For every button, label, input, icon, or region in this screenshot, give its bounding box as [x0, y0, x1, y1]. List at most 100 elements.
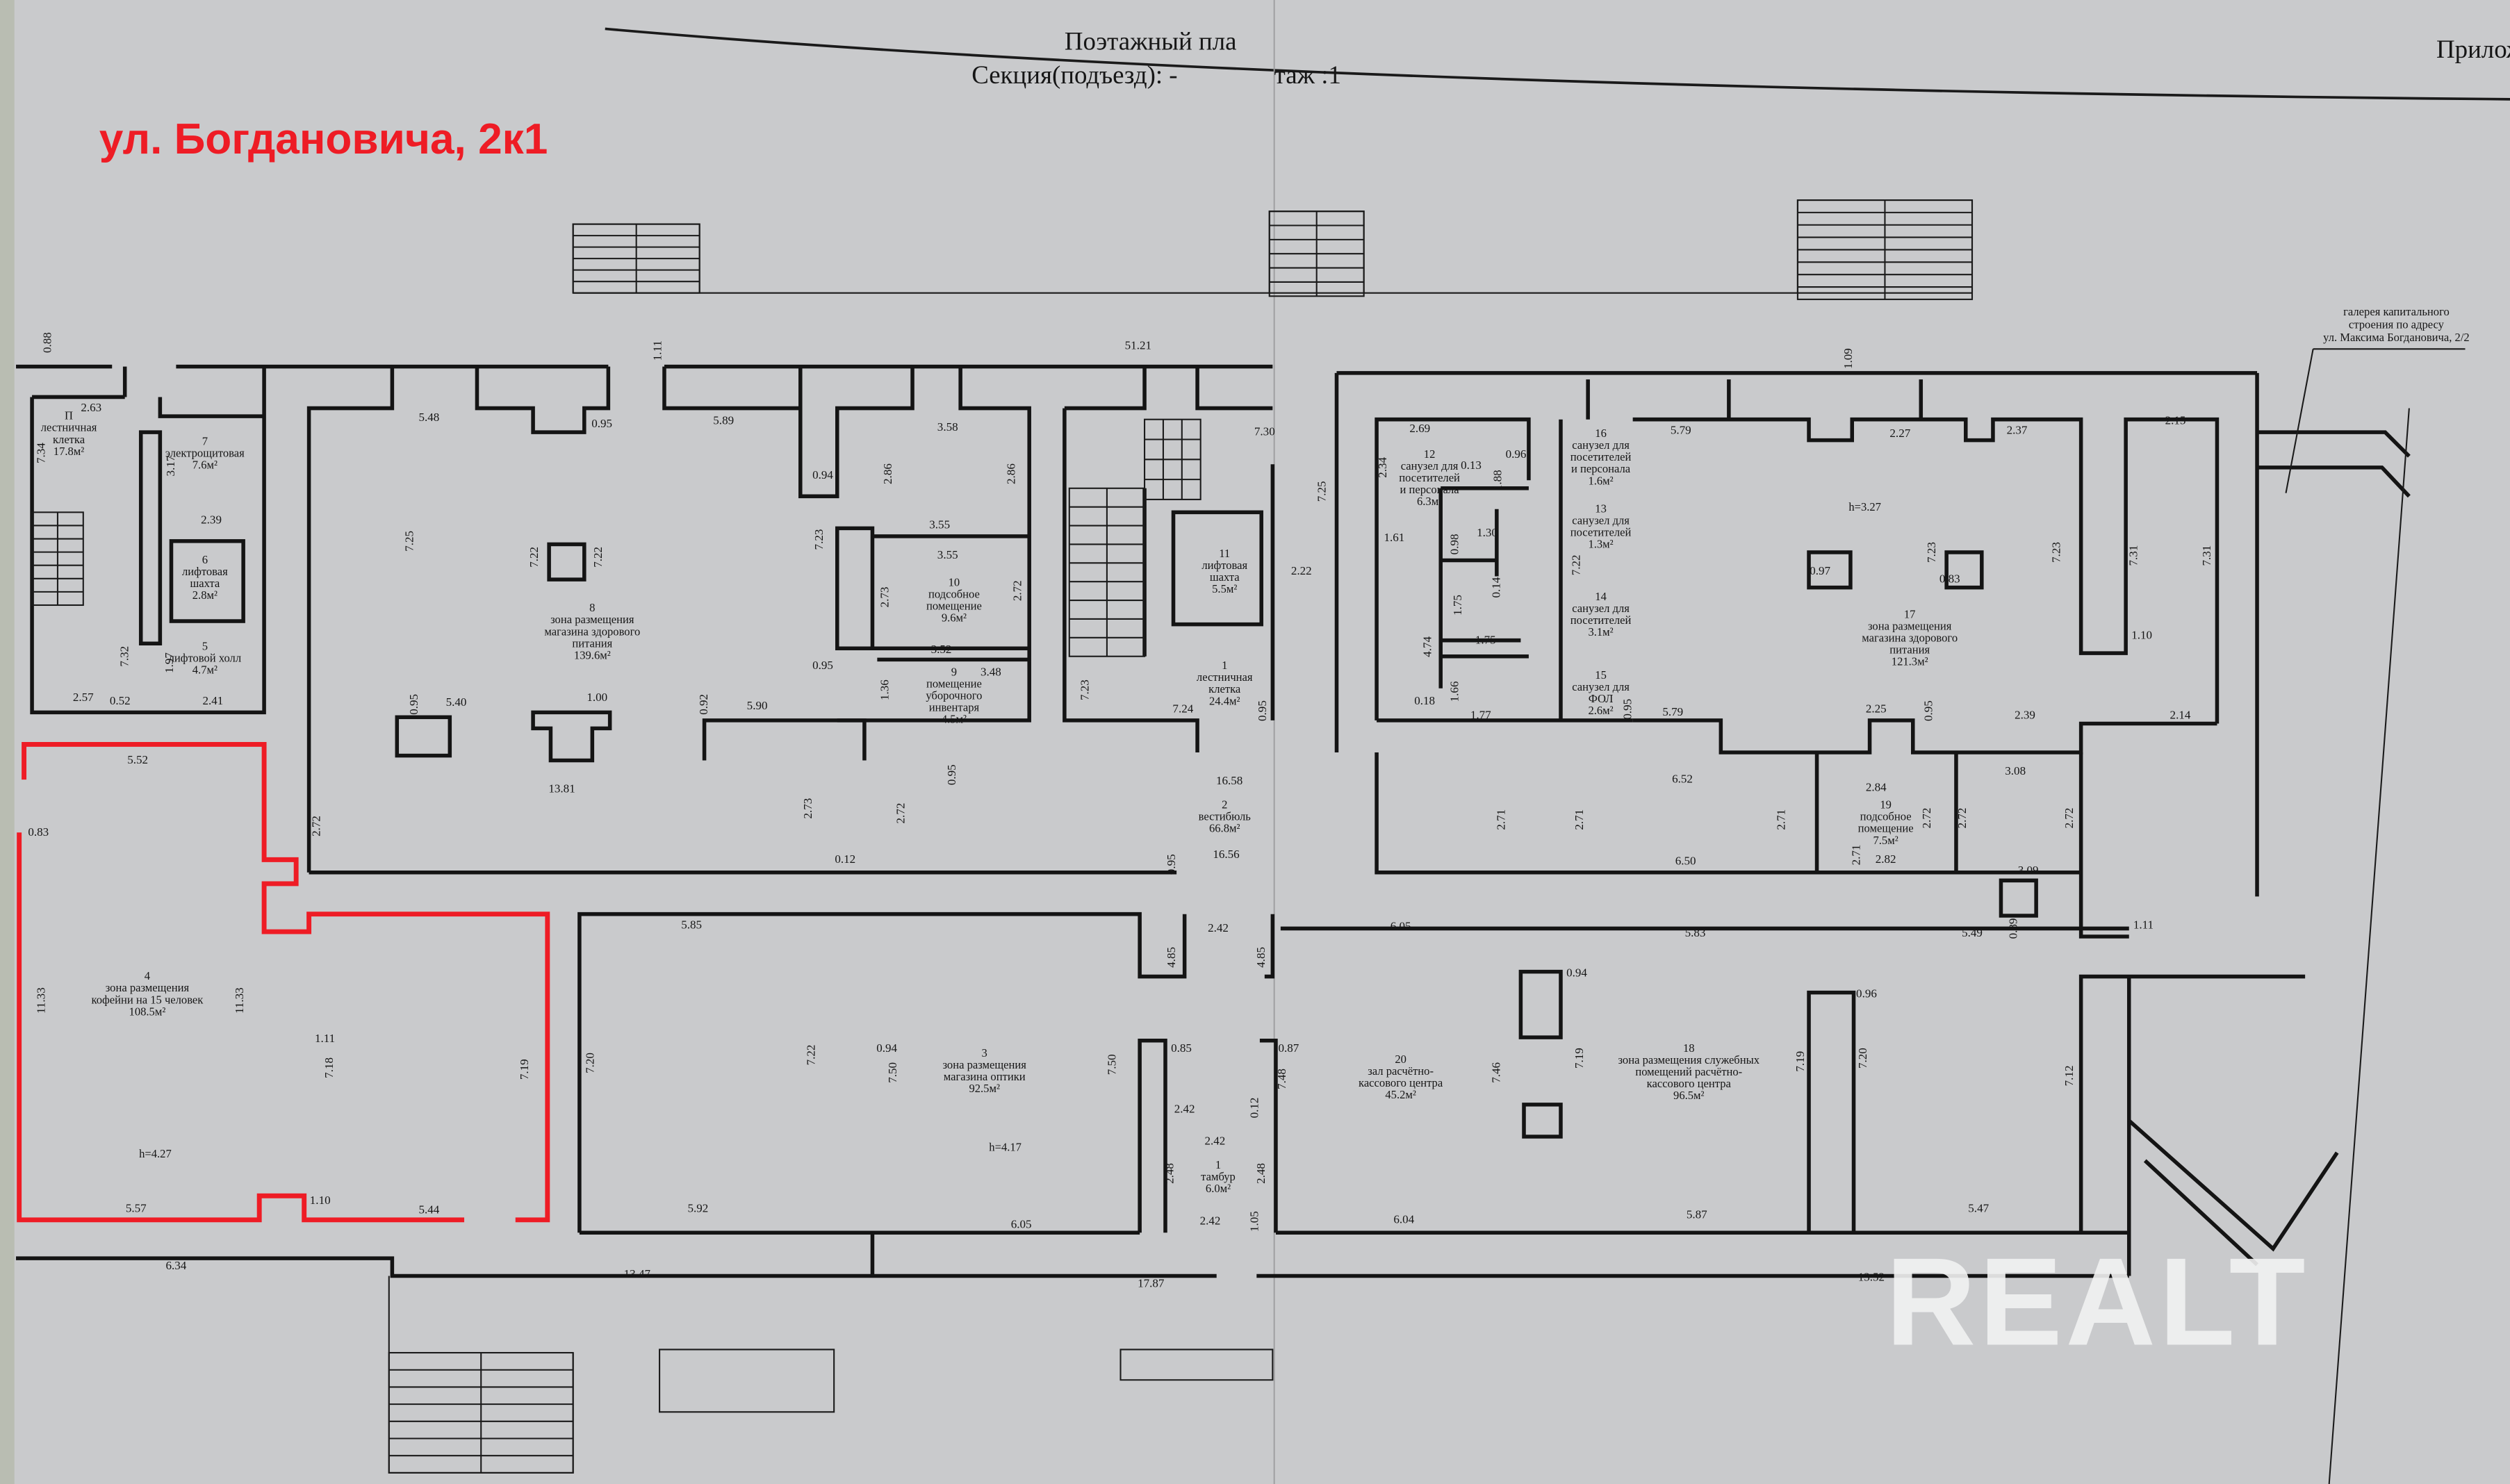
room-name-line: клетка — [1208, 682, 1241, 695]
room-number: 10 — [949, 575, 960, 588]
dimension-label: 0.87 — [1278, 1041, 1299, 1055]
room-name-line: санузел для — [1572, 513, 1630, 527]
dimension-label: 1.10 — [2131, 628, 2152, 641]
dimension-label: 2.86 — [881, 463, 894, 484]
room-17-walls — [1586, 379, 2220, 755]
room-name-line: питания — [1889, 643, 1930, 657]
room-name-line: лестничная — [1197, 670, 1253, 684]
room-number: П — [65, 409, 73, 422]
room-name-line: зона размещения — [550, 613, 634, 626]
dimension-label: 0.96 — [1506, 447, 1527, 461]
room-area: 7.5м² — [1873, 834, 1898, 847]
dimension-label: 0.88 — [41, 332, 54, 353]
dimension-label: 7.23 — [1078, 679, 1091, 700]
column — [1944, 550, 1984, 590]
dimension-label: 0.95 — [1165, 854, 1178, 875]
dimension-label: 7.22 — [527, 547, 541, 568]
dimension-label: 3.55 — [929, 518, 950, 531]
room-area: 17.8м² — [54, 445, 84, 458]
room-area: 6.0м² — [1206, 1182, 1231, 1195]
room-name-line: санузел для — [1401, 459, 1459, 472]
room-area: 2.6м² — [1588, 704, 1613, 717]
gallery-note-line: строения по адресу — [2349, 318, 2445, 331]
gallery-note-line: ул. Максима Богдановича, 2/2 — [2323, 331, 2470, 344]
dimension-label: 7.19 — [1573, 1048, 1586, 1069]
dimension-label: 7.22 — [1570, 554, 1583, 575]
dimension-label: 13.47 — [624, 1267, 651, 1280]
dimension-label: 0.95 — [945, 764, 958, 785]
room-name-line: вестибюль — [1199, 810, 1252, 823]
dimension-label: 4.85 — [1165, 947, 1178, 968]
room-8-walls — [306, 366, 1177, 875]
stair-hatches — [31, 199, 1974, 1474]
dimension-label: 7.12 — [2062, 1066, 2076, 1087]
dimension-label: 4.74 — [1420, 636, 1434, 657]
rooms-9-10-walls — [662, 366, 1031, 723]
outer-wall-bottom — [16, 1256, 2129, 1278]
sheet-curl-line — [605, 27, 2510, 101]
room-name-line: помещений расчётно- — [1635, 1065, 1742, 1078]
dimension-label: 2.42 — [1174, 1102, 1195, 1115]
dimension-label: 2.63 — [81, 401, 101, 414]
dimension-label: 0.83 — [28, 825, 49, 839]
stair-flight — [1068, 487, 1146, 657]
dimension-label: 0.18 — [1414, 694, 1435, 707]
dimension-label: 7.20 — [584, 1053, 597, 1073]
dimension-label: 3.17 — [164, 455, 177, 476]
dimension-label: 3.55 — [937, 548, 958, 561]
room-name-line: магазина оптики — [944, 1070, 1026, 1083]
room-number: 3 — [982, 1046, 987, 1060]
dimension-label: 1.00 — [587, 691, 607, 704]
dimension-label: 7.19 — [518, 1059, 531, 1080]
dimension-label: 2.48 — [1254, 1163, 1268, 1184]
dimension-label: 7.18 — [322, 1057, 336, 1078]
dimension-label: 5.44 — [418, 1203, 439, 1217]
dimension-label: 2.73 — [878, 587, 891, 608]
room-number: 15 — [1595, 668, 1607, 682]
dimension-label: 2.84 — [1866, 780, 1887, 793]
room-number: 1 — [1215, 1158, 1221, 1171]
dimension-label: 7.30 — [1254, 425, 1275, 438]
dimension-label: 1.05 — [1248, 1211, 1261, 1232]
room-name-line: магазина здорового — [1862, 632, 1958, 645]
dimension-label: 2.71 — [1774, 809, 1787, 830]
dimension-label: 2.72 — [310, 816, 323, 836]
dimension-label: 1.88 — [1491, 470, 1504, 490]
stair-flight — [1144, 418, 1201, 500]
dimension-label: 2.34 — [1376, 456, 1389, 477]
dimension-label: 2.14 — [2170, 709, 2191, 722]
dimension-label: 6.52 — [1672, 773, 1693, 786]
dimension-label: 1.77 — [1470, 709, 1491, 722]
dimension-label: 7.24 — [1172, 702, 1193, 715]
room-name-line: помещение — [926, 599, 982, 612]
dimension-label: 0.14 — [1489, 577, 1502, 597]
room-name-line: тамбур — [1201, 1170, 1236, 1183]
dimension-label: 1.11 — [315, 1032, 335, 1045]
dimension-label: 5.92 — [687, 1201, 708, 1214]
dimension-label: 2.86 — [1004, 463, 1017, 484]
dimension-label: 7.20 — [1856, 1048, 1869, 1069]
dimension-label: 5.79 — [1671, 423, 1691, 436]
room-name-line: инвентаря — [929, 701, 980, 714]
dimension-label: 6.04 — [1393, 1212, 1414, 1226]
dimension-label: 6.05 — [1391, 920, 1411, 933]
ceiling-height-label: h=4.17 — [989, 1141, 1022, 1154]
dimension-label: 5.83 — [1685, 926, 1706, 939]
room-area: 24.4м² — [1209, 694, 1240, 707]
room-name-line: уборочного — [926, 689, 982, 702]
room-number: 14 — [1595, 590, 1607, 603]
lift-shaft-6 — [169, 539, 245, 623]
dimension-label: 0.95 — [1256, 700, 1269, 721]
gallery-walls — [2127, 430, 2411, 1267]
dimension-label: 2.42 — [1205, 1135, 1226, 1148]
